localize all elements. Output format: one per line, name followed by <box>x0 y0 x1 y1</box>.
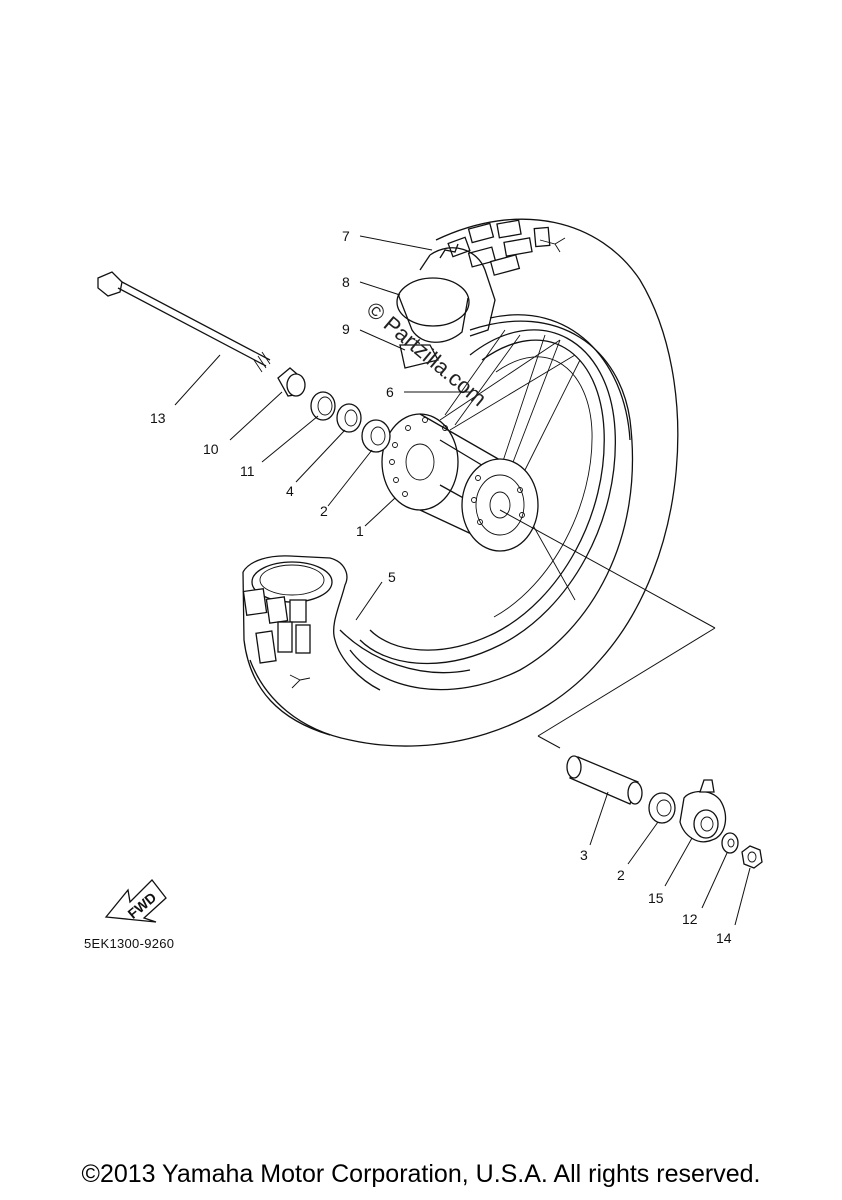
callout-4: 4 <box>286 483 294 499</box>
nut-14 <box>741 845 763 869</box>
callout-14: 14 <box>716 930 732 946</box>
callout-2a: 2 <box>320 503 328 519</box>
callout-10: 10 <box>203 441 219 457</box>
callout-13: 13 <box>150 410 166 426</box>
washer-12 <box>721 832 739 854</box>
leader-lines <box>174 235 751 926</box>
callout-8: 8 <box>342 274 350 290</box>
callout-12: 12 <box>682 911 698 927</box>
callout-11: 11 <box>240 463 255 479</box>
bearing-2-lower <box>648 792 676 824</box>
copyright-notice: ©2013 Yamaha Motor Corporation, U.S.A. A… <box>81 1160 761 1188</box>
gear-unit-15 <box>679 779 727 843</box>
hub-spoke-holes <box>389 417 525 525</box>
part-code: 5EK1300-9260 <box>84 936 175 951</box>
oil-seal-11 <box>310 391 336 421</box>
axle <box>97 271 716 749</box>
hub <box>381 413 539 552</box>
collar-3 <box>566 755 643 805</box>
callout-1: 1 <box>356 523 364 539</box>
fwd-arrow: FWD <box>104 879 167 923</box>
callout-6: 6 <box>386 384 394 400</box>
callout-2b: 2 <box>617 867 625 883</box>
callout-5: 5 <box>388 569 396 585</box>
spacer-10 <box>277 367 306 397</box>
callout-numbers: 1 2 2 3 4 5 6 7 8 9 10 11 12 13 14 15 <box>150 228 732 946</box>
callout-9: 9 <box>342 321 350 337</box>
bearing-4 <box>336 403 362 433</box>
bearing-2-upper <box>361 419 391 453</box>
rim-lock <box>399 344 439 369</box>
callout-15: 15 <box>648 890 664 906</box>
rim <box>359 329 616 665</box>
callout-7: 7 <box>342 228 350 244</box>
spokes <box>439 329 581 601</box>
rim-band <box>396 243 496 343</box>
callout-3: 3 <box>580 847 588 863</box>
